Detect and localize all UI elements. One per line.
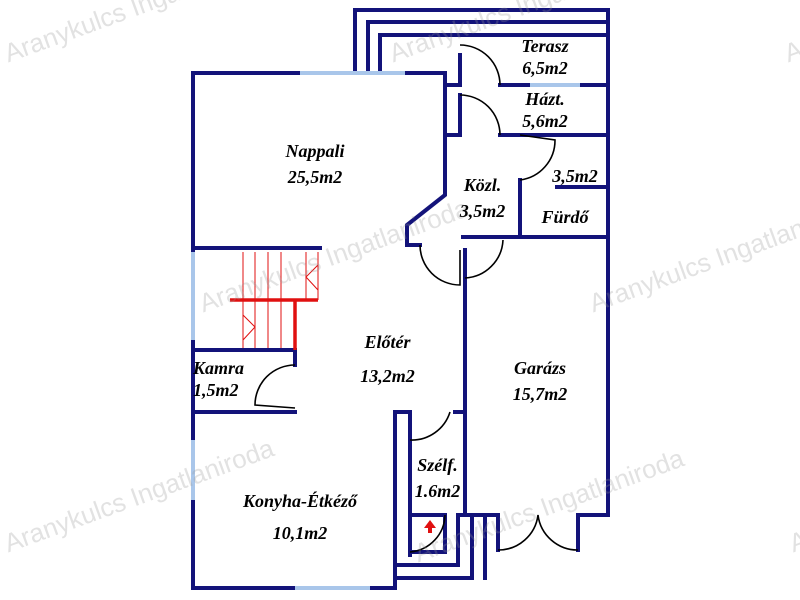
room-area: 3,5m2 bbox=[459, 201, 506, 221]
room-name: Nappali bbox=[285, 141, 345, 161]
room-name: Kamra bbox=[193, 358, 245, 378]
room-nappali: Nappali 25,5m2 bbox=[265, 138, 365, 190]
room-eloter: Előtér 13,2m2 bbox=[340, 325, 435, 393]
room-name: Terasz bbox=[521, 36, 569, 56]
room-name: Szélf. bbox=[417, 455, 458, 475]
room-hazt: Házt.5,6m2 bbox=[505, 88, 585, 132]
windows bbox=[191, 71, 580, 590]
room-name: Közl. bbox=[463, 175, 502, 195]
room-area: 5,6m2 bbox=[522, 111, 568, 131]
room-furdo-area: 3,5m2 bbox=[552, 166, 598, 186]
room-name: Garázs bbox=[513, 358, 566, 378]
stairs bbox=[230, 252, 436, 533]
room-area: 25,5m2 bbox=[287, 167, 343, 187]
room-area: 15,7m2 bbox=[512, 384, 568, 404]
entrance-arrow-icon bbox=[424, 520, 436, 533]
room-area: 6,5m2 bbox=[522, 58, 568, 78]
room-furdo: Fürdő bbox=[541, 207, 589, 227]
doors bbox=[254, 44, 579, 553]
room-szelf: Szélf. 1.6m2 bbox=[400, 452, 475, 504]
room-name: Előtér bbox=[364, 332, 411, 352]
room-area: 10,1m2 bbox=[272, 523, 328, 543]
room-kozl: Közl. 3,5m2 bbox=[445, 172, 520, 224]
room-name: Házt. bbox=[525, 89, 565, 109]
room-area: 13,2m2 bbox=[360, 366, 415, 386]
room-konyha-etkezo: Konyha-Étkéző 10,1m2 bbox=[215, 485, 385, 549]
room-area: 1,5m2 bbox=[193, 380, 239, 400]
room-garazs: Garázs 15,7m2 bbox=[495, 355, 585, 407]
room-area: 1.6m2 bbox=[414, 481, 461, 501]
room-name: Konyha-Étkéző bbox=[242, 491, 357, 511]
